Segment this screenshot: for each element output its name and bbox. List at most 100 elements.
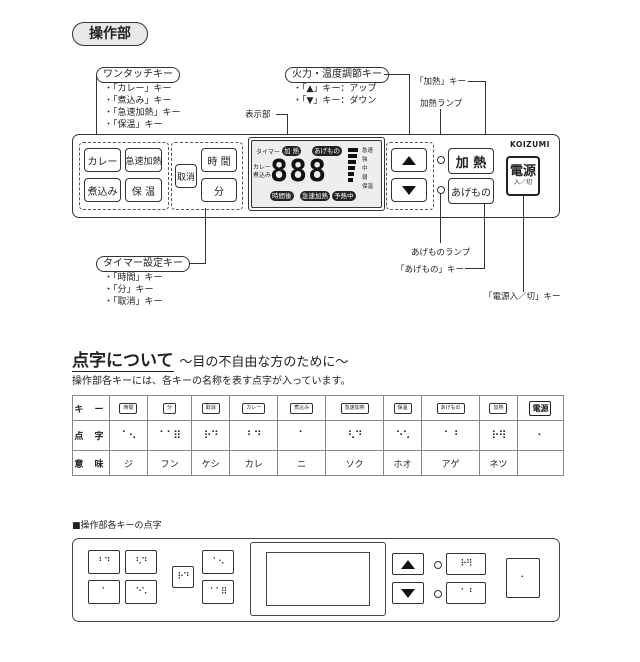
- one-touch-item: ・「煮込み」キー: [104, 96, 172, 106]
- table-row-braille: 点 字 ⠁⠢ ⠁⠁⠿ ⠗⠙ ⠃⠙ ⠁ ⠣⠙ ⠑⠡ ⠁⠘ ⠗⠻ ⠂: [72, 420, 565, 451]
- one-touch-heading: ワンタッチキー: [96, 67, 180, 83]
- cancel-button[interactable]: 取消: [175, 164, 197, 188]
- key-mini: 加熱: [489, 403, 508, 414]
- one-touch-group: [79, 142, 169, 210]
- leader-line: [287, 114, 288, 138]
- leader-line: [409, 74, 410, 138]
- braille-dots: ⠁⠘: [460, 588, 472, 598]
- braille-display-frame: [250, 542, 386, 616]
- braille-minute-key: ⠁⠁⠿: [202, 580, 234, 604]
- table-cell: あげもの: [421, 395, 480, 421]
- minute-button[interactable]: 分: [201, 178, 237, 202]
- table-cell: 電源: [516, 395, 565, 421]
- braille-title: 点字について: [72, 351, 174, 372]
- braille-dots: ⠗⠻: [460, 559, 472, 569]
- lcd-level-label: 急速: [362, 148, 374, 154]
- braille-warm-key: ⠑⠡: [125, 580, 157, 604]
- brand-logo: KOIZUMI: [510, 140, 550, 149]
- one-touch-item: ・「保温」キー: [104, 120, 163, 130]
- power-button[interactable]: 電源 入／切: [506, 156, 540, 196]
- up-arrow-icon: [402, 155, 416, 165]
- braille-dots: ⠁⠁⠿: [209, 587, 228, 597]
- braille-cell: ⠂: [516, 420, 565, 451]
- leader-line: [276, 114, 288, 115]
- heat-control-heading: 火力・温度調節キー: [285, 67, 389, 83]
- lcd-preheat-chip: 予熱中: [332, 191, 356, 201]
- braille-rapid-key: ⠣⠙: [125, 550, 157, 574]
- down-button[interactable]: [391, 178, 427, 202]
- meaning-cell: ニ: [277, 450, 327, 476]
- leader-line: [468, 81, 486, 82]
- lcd-curry-label: カレー: [253, 164, 272, 171]
- braille-cancel-key: ⠗⠙: [172, 566, 194, 588]
- braille-heat-key: ⠗⠻: [446, 553, 486, 575]
- table-cell: 保温: [383, 395, 423, 421]
- timer-list: ・「時間」キー ・「分」キー ・「取消」キー: [104, 272, 163, 308]
- heat-control-item: ・「▼」キー：ダウン: [293, 96, 377, 106]
- braille-cell: ⠗⠙: [191, 420, 231, 451]
- heat-control-list: ・「▲」キー：アップ ・「▼」キー：ダウン: [293, 83, 376, 107]
- hour-button[interactable]: 時 間: [201, 148, 237, 172]
- heat-lamp-label: 加熱ランプ: [420, 99, 463, 109]
- braille-table: キ ー 時間 分 取消 カレー 煮込み 急速加熱 保温 あげもの 加熱 電源 点…: [72, 395, 565, 476]
- leader-line: [96, 74, 97, 138]
- braille-hour-key: ⠁⠢: [202, 550, 234, 574]
- up-arrow-icon: [401, 559, 415, 569]
- lcd-stew-label: 煮込み: [253, 172, 272, 179]
- lcd-level-label: 強: [362, 157, 368, 163]
- warm-button[interactable]: 保 温: [125, 178, 162, 202]
- agemono-lamp: [437, 186, 445, 194]
- table-cell: 取消: [191, 395, 231, 421]
- key-mini: 煮込み: [290, 403, 314, 414]
- power-key-label: 「電源入／切」キー: [484, 292, 561, 302]
- meaning-cell: ソク: [325, 450, 385, 476]
- power-button-sublabel: 入／切: [513, 179, 532, 186]
- key-mini: 分: [163, 403, 177, 414]
- lcd-hours-chip: 時間後: [270, 191, 294, 201]
- agemono-lamp-label: あげものランプ: [411, 248, 471, 258]
- braille-section-title: 点字について 〜目の不自由な方のために〜: [72, 346, 348, 372]
- leader-line: [523, 196, 524, 292]
- down-arrow-icon: [402, 185, 416, 195]
- agemono-button[interactable]: あげもの: [448, 178, 494, 204]
- table-cell: 分: [146, 395, 193, 421]
- table-cell: 時間: [109, 395, 148, 421]
- heat-control-group: [386, 142, 434, 210]
- key-mini: あげもの: [436, 403, 465, 414]
- braille-description: 操作部各キーには、各キーの名称を表す点字が入っています。: [72, 376, 351, 387]
- braille-down-key: [392, 582, 424, 604]
- key-mini: 時間: [119, 403, 138, 414]
- meaning-cell: アゲ: [421, 450, 480, 476]
- lcd-level-label: 保温: [362, 184, 374, 190]
- leader-line: [485, 81, 486, 145]
- stew-button[interactable]: 煮込み: [84, 178, 121, 202]
- rapid-heat-button[interactable]: 急速加熱: [125, 148, 162, 172]
- braille-agemono-lamp: [434, 590, 442, 598]
- braille-cell: ⠃⠙: [229, 420, 279, 451]
- timer-item: ・「分」キー: [104, 285, 154, 295]
- curry-button[interactable]: カレー: [84, 148, 121, 172]
- key-mini: 電源: [529, 400, 552, 416]
- braille-cell: ⠁⠢: [109, 420, 148, 451]
- lcd-heat-chip: 加 熱: [282, 146, 302, 156]
- power-button-label: 電源: [509, 164, 536, 179]
- braille-stew-key: ⠁: [88, 580, 120, 604]
- up-button[interactable]: [391, 148, 427, 172]
- leader-line: [465, 268, 485, 269]
- timer-heading: タイマー設定キー: [96, 256, 190, 272]
- meaning-cell: ジ: [109, 450, 148, 476]
- braille-dots: ⠃⠙: [98, 557, 110, 567]
- meaning-cell: ホオ: [383, 450, 423, 476]
- braille-diagram-title: ■操作部各キーの点字: [72, 521, 162, 531]
- braille-up-key: [392, 553, 424, 575]
- section-title-operation: 操作部: [72, 22, 148, 46]
- heat-button[interactable]: 加 熱: [448, 148, 494, 174]
- leader-line: [440, 109, 441, 155]
- timer-group: [171, 142, 243, 210]
- heat-control-item: ・「▲」キー：アップ: [293, 84, 377, 94]
- one-touch-item: ・「急速加熱」キー: [104, 108, 181, 118]
- lcd-level-labels: 急速 強 中 弱 保温: [362, 147, 373, 192]
- one-touch-item: ・「カレー」キー: [104, 84, 172, 94]
- lcd-level-bars: [348, 148, 358, 190]
- leader-line: [484, 204, 485, 269]
